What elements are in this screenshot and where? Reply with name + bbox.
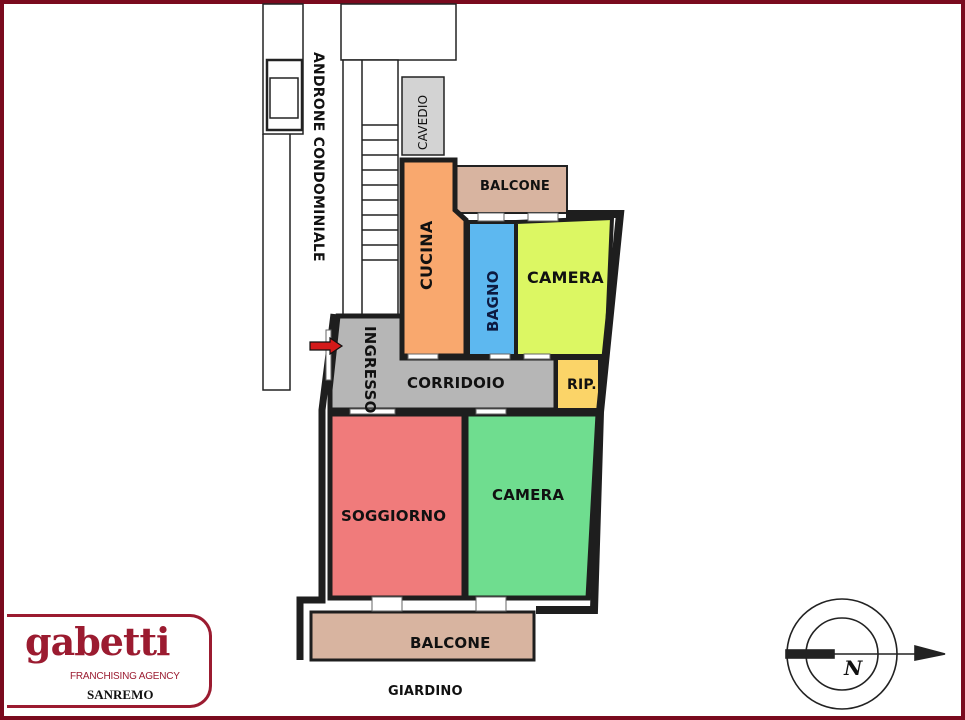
compass-north-label: N [844, 656, 863, 680]
label-soggiorno: SOGGIORNO [341, 507, 447, 525]
label-balcone-top: BALCONE [480, 179, 551, 194]
entrance-arrow-icon [309, 336, 344, 356]
building-outline [262, 3, 457, 391]
room-balcone-top [454, 165, 568, 214]
label-ingresso: INGRESSO [361, 326, 379, 414]
room-balcone-bottom [309, 610, 536, 662]
label-cucina: CUCINA [417, 220, 436, 290]
label-camera-upper: CAMERA [527, 268, 604, 287]
stairs [342, 59, 399, 321]
label-giardino: GIARDINO [388, 684, 463, 699]
exterior-wall [536, 210, 625, 614]
label-ripostiglio: RIP. [567, 377, 597, 393]
compass-icon [785, 598, 946, 710]
label-balcone-bottom: BALCONE [410, 634, 491, 652]
label-camera-lower: CAMERA [492, 486, 565, 504]
room-camera-upper [514, 215, 615, 358]
label-bagno: BAGNO [484, 270, 502, 332]
logo-city: SANREMO [87, 687, 154, 702]
logo-brand: gabetti [25, 619, 170, 664]
logo-subtitle: FRANCHISING AGENCY [70, 671, 180, 682]
room-cavedio [401, 76, 445, 156]
openings [325, 212, 559, 612]
label-androne: ANDRONE CONDOMINIALE [310, 52, 326, 262]
room-soggiorno [327, 411, 467, 601]
label-corridoio: CORRIDOIO [407, 374, 505, 392]
agency-logo: gabetti FRANCHISING AGENCY SANREMO [7, 614, 212, 708]
label-cavedio: CAVEDIO [416, 94, 430, 150]
room-camera-lower [463, 411, 601, 601]
